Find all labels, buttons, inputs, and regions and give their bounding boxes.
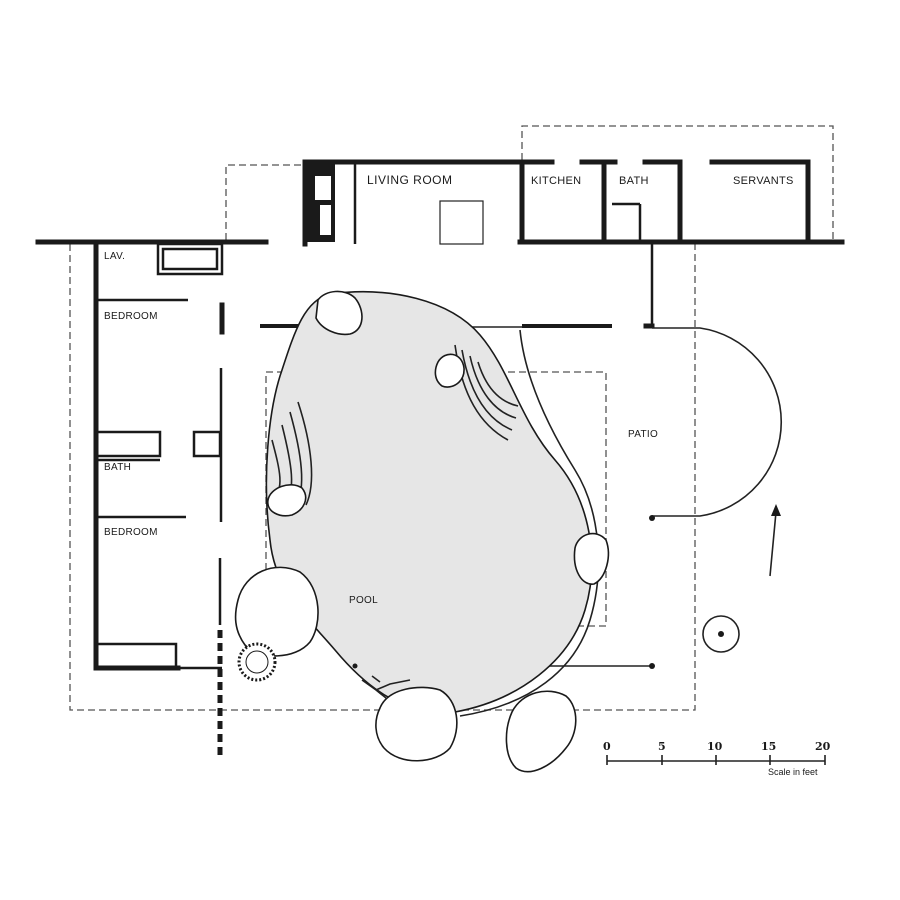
patio-arc [652,327,783,517]
lav-fixture [156,242,224,276]
skylight [439,200,484,245]
entry-arrow-line [769,511,777,577]
lav-fixture-inner [161,247,219,271]
pool-steps-right [454,344,519,441]
label-bedroom-2: BEDROOM [104,527,158,538]
overhang-outline-top-right [521,125,834,242]
label-pool: POOL [349,595,378,606]
patio-post [649,515,655,521]
rock-planter [234,566,319,657]
rocks [234,290,610,773]
fireplace-opening-2 [320,205,331,235]
rock-mid-right [434,353,465,388]
rock-bottom-2 [505,690,577,773]
rock-left [267,484,307,517]
tree-circle [702,615,740,653]
rock-top [315,290,363,336]
pool [265,291,600,717]
label-bedroom-1: BEDROOM [104,311,158,322]
room-labels: LIVING ROOM KITCHEN BATH SERVANTS LAV. B… [104,173,794,606]
label-bath-left: BATH [104,462,131,473]
flower-plant-icon [237,642,277,682]
scale-bar: 0 5 10 15 20 Scale in feet [603,740,831,777]
scale-label-15: 15 [761,740,776,753]
scale-label-0: 0 [603,740,611,753]
patio-post-2 [649,663,655,669]
label-lav: LAV. [104,251,125,262]
label-servants: SERVANTS [733,175,794,187]
label-living-room: LIVING ROOM [367,173,453,187]
overhang-outline-top-left [225,164,305,240]
scale-label-10: 10 [707,740,723,753]
pool-steps-left [271,401,313,507]
bath-sink [192,430,222,458]
tree-center [718,631,724,637]
label-bath-top: BATH [619,175,649,187]
site-outline [69,244,696,711]
sculpture-icon [352,663,411,699]
scale-caption: Scale in feet [768,767,818,777]
fireplace-opening [315,176,331,200]
pool-shape [265,291,593,714]
bedroom-2-closet [94,642,178,670]
rock-right [573,532,610,585]
bath-tub [94,430,162,458]
label-kitchen: KITCHEN [531,175,581,187]
walls [35,159,845,758]
scale-label-20: 20 [815,740,831,753]
entry-arrow-head [771,504,781,516]
label-patio: PATIO [628,429,658,440]
scale-label-5: 5 [658,740,666,753]
rock-bottom-1 [375,686,458,762]
